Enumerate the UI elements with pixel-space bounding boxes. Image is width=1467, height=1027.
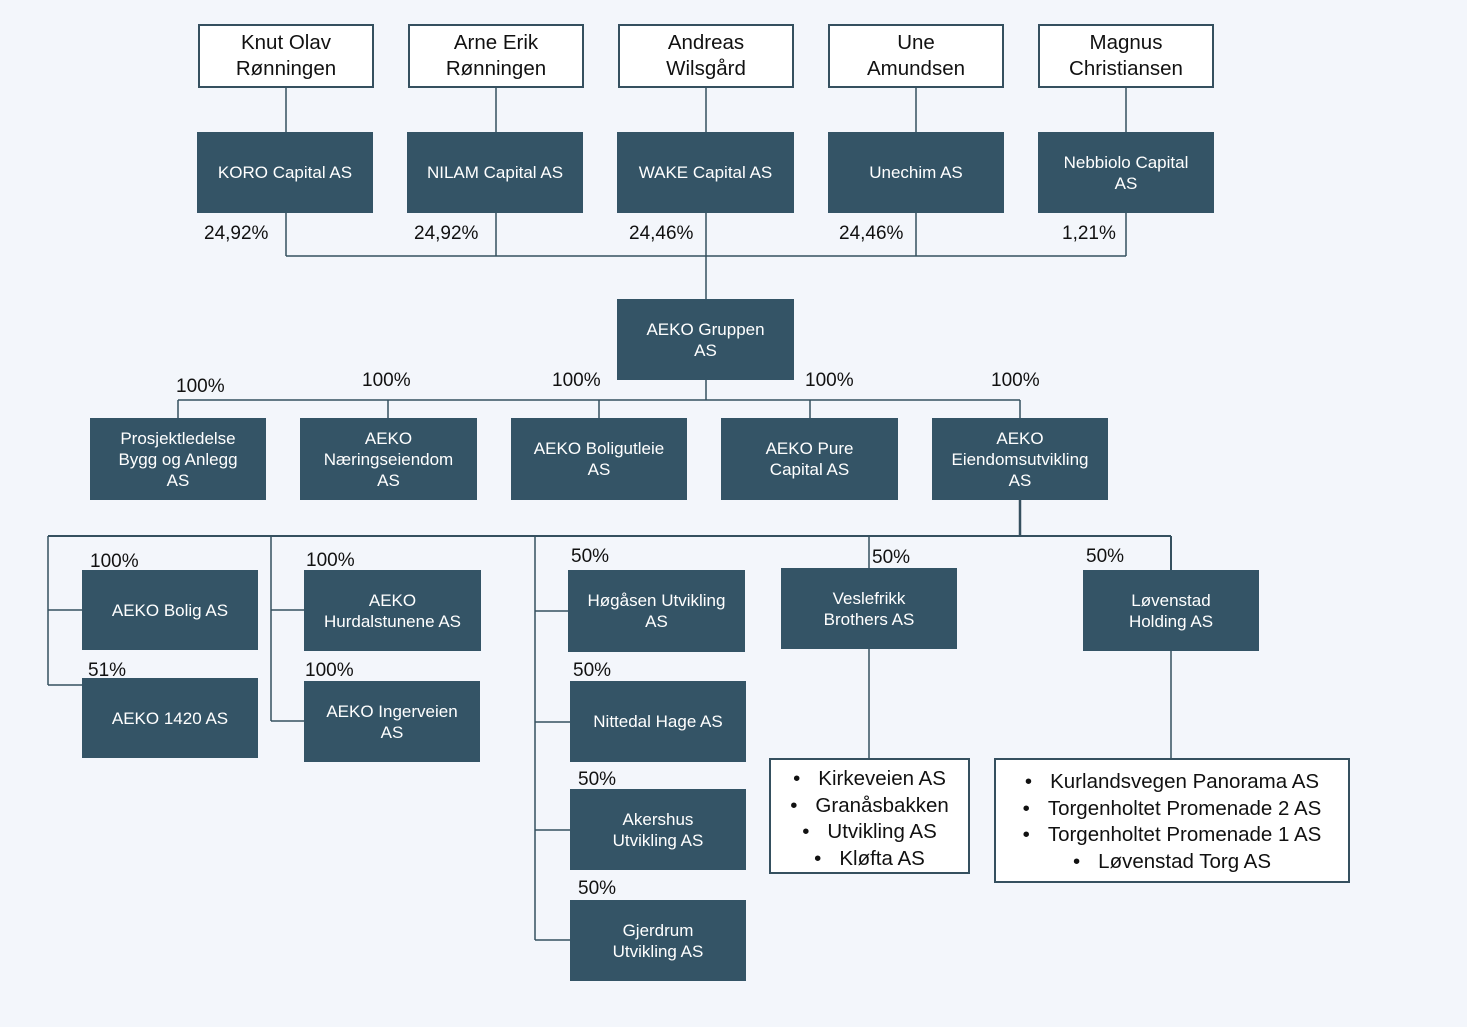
share-hogasen: 50%	[571, 546, 610, 567]
company-aeko-hurdalstunene: AEKO Hurdalstunene AS	[304, 570, 481, 651]
company-nilam-capital: NILAM Capital AS	[407, 132, 583, 213]
list-item: Kløfta AS	[781, 846, 958, 873]
company-nittedal-hage: Nittedal Hage AS	[570, 681, 746, 762]
company-wake-capital: WAKE Capital AS	[617, 132, 794, 213]
list-item: Utvikling AS	[781, 819, 958, 846]
share-nittedal-hage: 50%	[573, 660, 612, 681]
share-aeko-ingerveien: 100%	[305, 660, 354, 681]
share-naeringseiendom: 100%	[362, 370, 411, 391]
share-unechim: 24,46%	[839, 223, 904, 244]
share-koro: 24,92%	[204, 223, 269, 244]
share-aeko-hurdalstunene: 100%	[306, 550, 355, 571]
veslefrikk-holdings-list: Kirkeveien AS Granåsbakken Utvikling AS …	[769, 758, 970, 874]
company-gjerdrum-utvikling: Gjerdrum Utvikling AS	[570, 900, 746, 981]
share-veslefrikk: 50%	[872, 547, 911, 568]
share-aeko-1420: 51%	[88, 660, 127, 681]
share-boligutleie: 100%	[552, 370, 601, 391]
company-unechim: Unechim AS	[828, 132, 1004, 213]
list-item: Løvenstad Torg AS	[1006, 849, 1338, 876]
share-nilam: 24,92%	[414, 223, 479, 244]
company-hogasen-utvikling: Høgåsen Utvikling AS	[568, 570, 745, 652]
share-nebbiolo: 1,21%	[1062, 223, 1116, 244]
list-item: Kurlandsvegen Panorama AS	[1006, 769, 1338, 796]
owner-une-amundsen: Une Amundsen	[828, 24, 1004, 88]
share-pure-capital: 100%	[805, 370, 854, 391]
company-aeko-bolig: AEKO Bolig AS	[82, 570, 258, 650]
company-nebbiolo-capital: Nebbiolo Capital AS	[1038, 132, 1214, 213]
share-prosjektledelse: 100%	[176, 376, 225, 397]
owner-magnus-christiansen: Magnus Christiansen	[1038, 24, 1214, 88]
list-item: Granåsbakken	[781, 793, 958, 820]
company-aeko-1420: AEKO 1420 AS	[82, 678, 258, 758]
company-aeko-pure-capital: AEKO Pure Capital AS	[721, 418, 898, 500]
company-koro-capital: KORO Capital AS	[197, 132, 373, 213]
company-prosjektledelse: Prosjektledelse Bygg og Anlegg AS	[90, 418, 266, 500]
list-item: Kirkeveien AS	[781, 766, 958, 793]
owner-arne-erik-ronningen: Arne Erik Rønningen	[408, 24, 584, 88]
owner-knut-olav-ronningen: Knut Olav Rønningen	[198, 24, 374, 88]
company-aeko-ingerveien: AEKO Ingerveien AS	[304, 681, 480, 762]
company-aeko-naeringseiendom: AEKO Næringseiendom AS	[300, 418, 477, 500]
share-akershus: 50%	[578, 769, 617, 790]
list-item: Torgenholtet Promenade 1 AS	[1006, 822, 1338, 849]
company-akershus-utvikling: Akershus Utvikling AS	[570, 789, 746, 870]
share-eiendomsutvikling: 100%	[991, 370, 1040, 391]
share-lovenstad: 50%	[1086, 546, 1125, 567]
owner-andreas-wilsgard: Andreas Wilsgård	[618, 24, 794, 88]
lovenstad-holdings-list: Kurlandsvegen Panorama AS Torgenholtet P…	[994, 758, 1350, 883]
share-aeko-bolig: 100%	[90, 551, 139, 572]
list-item: Torgenholtet Promenade 2 AS	[1006, 796, 1338, 823]
company-aeko-boligutleie: AEKO Boligutleie AS	[511, 418, 687, 500]
share-gjerdrum: 50%	[578, 878, 617, 899]
share-wake: 24,46%	[629, 223, 694, 244]
company-veslefrikk-brothers: Veslefrikk Brothers AS	[781, 568, 957, 649]
company-aeko-eiendomsutvikling: AEKO Eiendomsutvikling AS	[932, 418, 1108, 500]
company-aeko-gruppen: AEKO Gruppen AS	[617, 299, 794, 380]
company-lovenstad-holding: Løvenstad Holding AS	[1083, 570, 1259, 651]
